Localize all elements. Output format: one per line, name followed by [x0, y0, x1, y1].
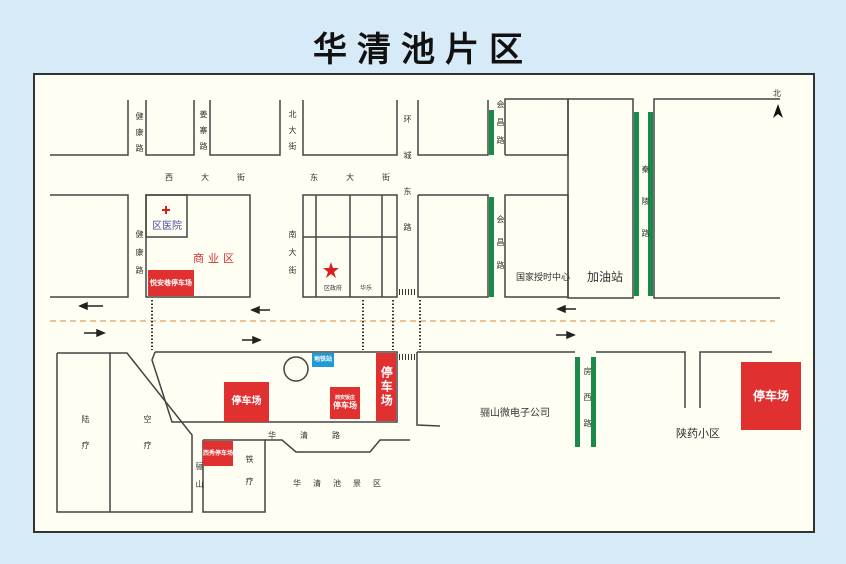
place-commercial: 商业区	[193, 252, 238, 265]
road-fangxi: 房西路	[583, 367, 592, 445]
parking-lot-3-sub: 西安饭庄	[334, 395, 355, 402]
road-qinling: 秦陵路	[641, 165, 650, 261]
map-title: 华清池片区	[313, 30, 533, 70]
parking-lot-6: 停车场	[741, 362, 801, 430]
parking-lot-4: 停车场	[376, 353, 396, 421]
place-luliao: 陆疗	[81, 415, 90, 467]
parking-lot-2: 停车场	[224, 382, 269, 422]
place-timing-center: 国家授时中心	[516, 273, 571, 283]
place-kongliao: 空疗	[143, 415, 152, 467]
road-xidajie: 西大街	[165, 173, 273, 182]
place-huale: 华乐	[360, 285, 373, 292]
place-shaanyao: 陕药小区	[676, 427, 720, 440]
road-nandajie: 南大街	[288, 230, 297, 284]
parking-lot-3: 西安饭庄停车场	[330, 387, 360, 419]
subway-station: 地铁站	[312, 353, 334, 367]
north-arrow-icon	[773, 104, 783, 118]
road-jiankang-north: 健康路	[135, 112, 144, 160]
parking-lot-1: 悦安巷停车场	[148, 270, 194, 296]
road-huaqing: 华清路	[268, 431, 364, 440]
parking-lot-5: 西秀停车场	[203, 441, 233, 466]
road-lishan: 骊山	[195, 462, 204, 498]
place-hospital: 区医院	[152, 221, 182, 232]
road-dongdajie: 东大街	[310, 173, 418, 182]
road-jiankang-south: 健康路	[135, 230, 144, 284]
road-beidajie: 北大街	[288, 110, 297, 158]
parking-lot-3-label: 停车场	[333, 401, 357, 411]
star-icon	[323, 262, 339, 278]
road-huancheng-east: 环城东路	[403, 115, 412, 259]
green-belts	[489, 110, 653, 447]
place-scenic: 华清池景区	[293, 479, 393, 488]
traffic-arrows	[78, 301, 576, 345]
road-huichang-south: 会昌路	[496, 215, 505, 284]
place-gas-station: 加油站	[587, 270, 624, 284]
north-label: 北	[773, 89, 781, 98]
place-tieliao: 铁疗	[245, 455, 254, 499]
road-jiangzhai: 姜寨路	[199, 110, 208, 158]
place-government: 区政府	[324, 285, 343, 292]
map-frame	[33, 73, 815, 533]
hospital-cross-icon	[162, 206, 170, 214]
place-microelectronics: 骊山微电子公司	[480, 408, 550, 419]
road-huichang-north: 会昌路	[496, 100, 505, 154]
crosswalks	[151, 289, 421, 360]
